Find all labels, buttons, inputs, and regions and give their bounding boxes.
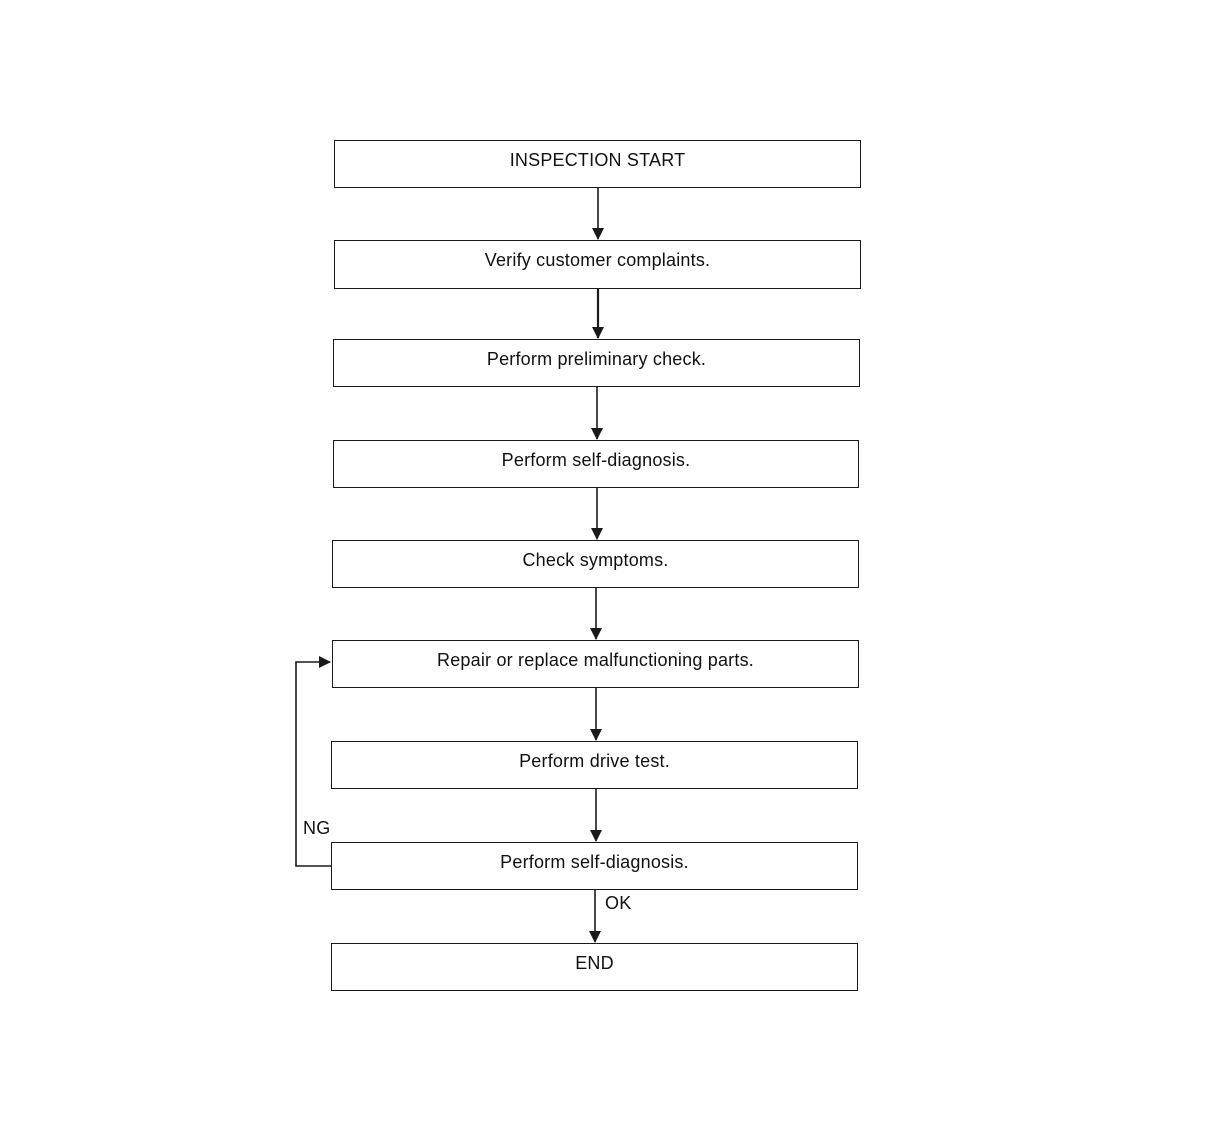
arrow-ng-loop [295, 656, 331, 867]
step-perform-self-diagnosis-final: Perform self-diagnosis. [331, 842, 858, 890]
branch-ng-label: NG [303, 818, 331, 838]
branch-ok-label: OK [605, 893, 632, 913]
step-perform-self-diagnosis: Perform self-diagnosis. [333, 440, 859, 488]
step-perform-drive-test: Perform drive test. [331, 741, 858, 789]
step-end: END [331, 943, 858, 991]
step-inspection-start: INSPECTION START [334, 140, 861, 188]
step-repair-or-replace: Repair or replace malfunctioning parts. [332, 640, 859, 688]
step-perform-preliminary-check: Perform preliminary check. [333, 339, 860, 387]
step-check-symptoms: Check symptoms. [332, 540, 859, 588]
step-verify-customer-complaints: Verify customer complaints. [334, 240, 861, 289]
